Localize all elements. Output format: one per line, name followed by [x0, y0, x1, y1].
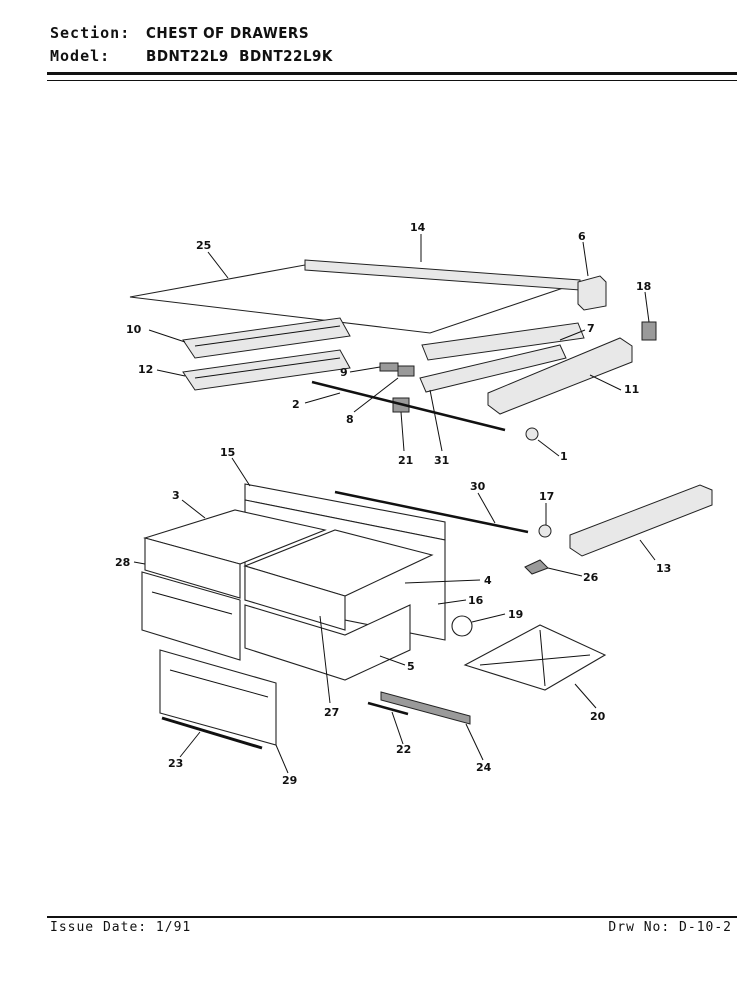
part-bracket-8 [397, 365, 415, 377]
callout-16: 16 [468, 594, 484, 607]
callout-6: 6 [578, 230, 586, 243]
part-side-rail-13 [569, 484, 713, 557]
part-end-cap [577, 275, 607, 311]
callout-12: 12 [138, 363, 153, 376]
callout-18: 18 [636, 280, 651, 293]
section-key: Section: [50, 24, 131, 42]
callout-9: 9 [340, 366, 348, 379]
footer-rule [47, 916, 737, 918]
header-rule-thick [47, 72, 737, 75]
part-knob-1 [525, 427, 539, 441]
part-right-slide-upper [421, 322, 585, 361]
callout-28: 28 [115, 556, 130, 569]
part-trim-23 [161, 716, 263, 750]
part-tray-frame-20 [463, 624, 607, 691]
part-left-front-28 [141, 571, 241, 661]
drawing-number: Drw No: D-10-2 [608, 920, 732, 935]
section-row: Section: CHEST OF DRAWERS [50, 24, 309, 42]
callout-5: 5 [407, 660, 415, 673]
callout-8: 8 [346, 413, 354, 426]
callout-10: 10 [126, 323, 142, 336]
model-row: Model: BDNT22L9 BDNT22L9K [50, 47, 333, 65]
part-slide-24 [380, 691, 471, 725]
part-knob-26 [524, 559, 549, 575]
callout-31: 31 [434, 454, 449, 467]
part-bracket-9 [379, 362, 399, 372]
part-front-panel-29 [159, 649, 277, 746]
callout-21: 21 [398, 454, 413, 467]
section-value: CHEST OF DRAWERS [146, 24, 310, 42]
callout-15: 15 [220, 446, 235, 459]
part-left-slide-lower [182, 349, 351, 391]
part-strip-22 [367, 701, 409, 716]
callout-1: 1 [560, 450, 568, 463]
callout-20: 20 [590, 710, 606, 723]
callout-14: 14 [410, 221, 426, 234]
callout-25: 25 [196, 239, 211, 252]
callout-29: 29 [282, 774, 297, 787]
callout-19: 19 [508, 608, 523, 621]
part-right-lower-bin-5 [244, 604, 411, 681]
callout-23: 23 [168, 757, 183, 770]
callout-24: 24 [476, 761, 492, 774]
callout-26: 26 [583, 571, 599, 584]
model-key: Model: [50, 47, 111, 65]
leader-lines [133, 234, 656, 774]
model-value: BDNT22L9 BDNT22L9K [146, 47, 333, 65]
callout-17: 17 [539, 490, 554, 503]
part-left-slide-upper [182, 317, 351, 359]
callout-22: 22 [396, 743, 411, 756]
part-detail-19 [451, 615, 473, 637]
part-right-slide-lower [419, 344, 567, 393]
callout-13: 13 [656, 562, 671, 575]
callout-3: 3 [172, 489, 180, 502]
part-clip-18 [641, 321, 657, 341]
callout-4: 4 [484, 574, 492, 587]
callout-7: 7 [587, 322, 595, 335]
header-rule-thin [47, 80, 737, 81]
callout-2: 2 [292, 398, 300, 411]
part-rod-30 [334, 490, 529, 534]
part-side-rail-11 [487, 337, 633, 415]
callout-11: 11 [624, 383, 639, 396]
issue-date: Issue Date: 1/91 [50, 920, 192, 935]
part-knob-17 [538, 524, 552, 538]
callout-30: 30 [470, 480, 486, 493]
callout-27: 27 [324, 706, 339, 719]
part-rod-2 [311, 380, 506, 432]
